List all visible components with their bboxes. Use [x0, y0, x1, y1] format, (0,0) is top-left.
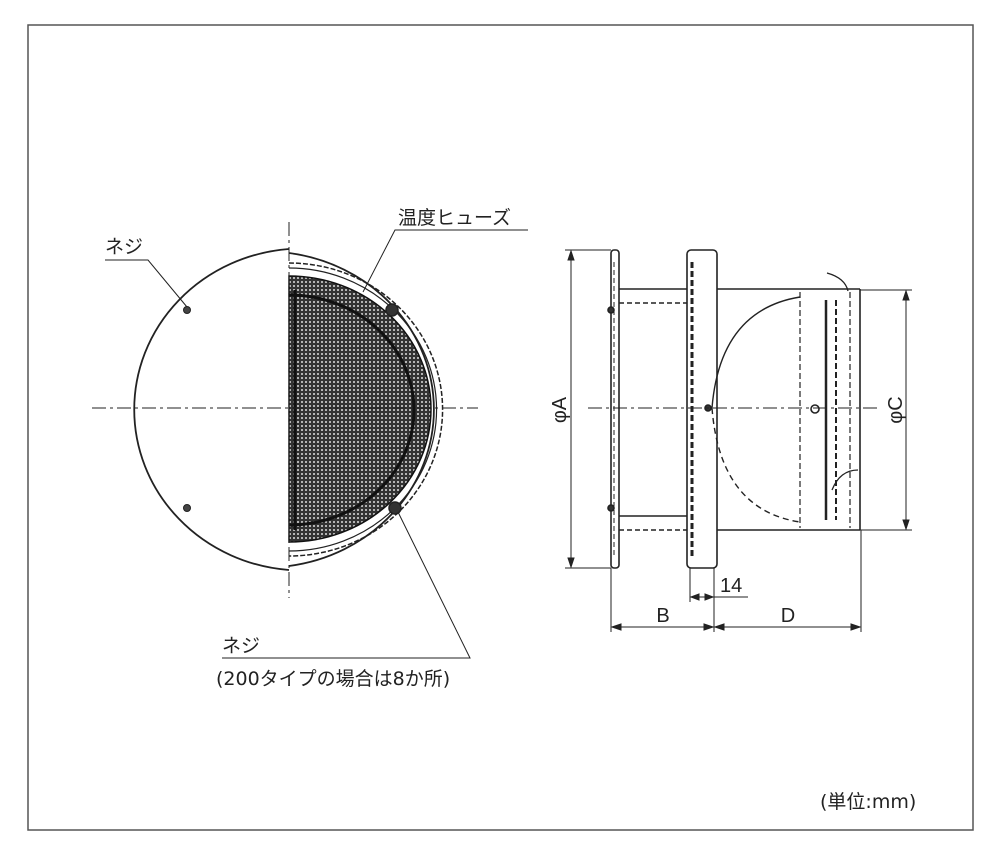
damper-arc — [711, 296, 801, 409]
dim-b: B — [656, 605, 669, 627]
label-unit: (単位:mm) — [820, 791, 916, 813]
front-outer-left — [133, 248, 290, 571]
flange-outer — [610, 249, 620, 569]
dim-diameter-a: φA — [549, 396, 571, 423]
label-screw-bottom: ネジ — [222, 635, 260, 657]
screw-icon — [183, 504, 191, 512]
drawing-frame — [27, 24, 974, 831]
leader-fuse — [362, 229, 528, 293]
dimension-lines — [565, 249, 912, 632]
dim-diameter-c: φC — [885, 396, 907, 423]
screw-icon — [388, 501, 402, 515]
side-view — [588, 249, 880, 569]
flange-inner — [686, 249, 718, 569]
leader-screw-bottom — [222, 511, 471, 659]
dim-14: 14 — [720, 575, 742, 597]
front-view — [92, 222, 528, 659]
screw-icon — [385, 303, 399, 317]
mesh-grille — [288, 275, 432, 543]
label-screw-top: ネジ — [105, 236, 143, 258]
screw-icon — [183, 306, 191, 314]
dim-d: D — [781, 605, 795, 627]
leader-screw-top — [105, 259, 188, 308]
label-screw-note: (200タイプの場合は8か所) — [216, 668, 450, 690]
front-outer-right — [288, 252, 435, 567]
label-thermal-fuse: 温度ヒューズ — [398, 207, 511, 229]
